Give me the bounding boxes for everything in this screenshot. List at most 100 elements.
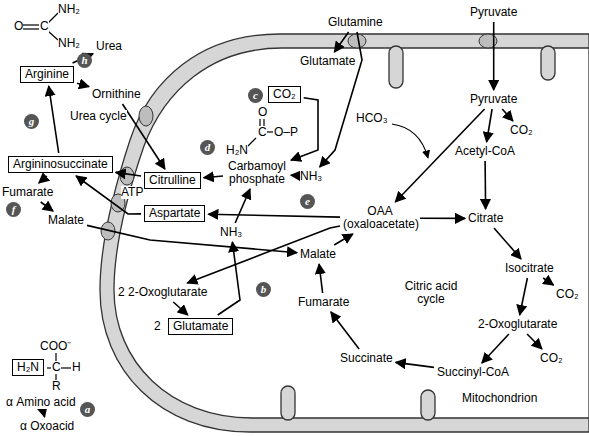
node-text: Carbamoyl phosphate (228, 159, 286, 186)
reaction-arrow (319, 264, 323, 293)
node-text: Isocitrate (505, 261, 554, 275)
annotation: Urea cycle (70, 110, 127, 123)
node-text: Mitochondrion (462, 392, 537, 405)
reaction-arrow (43, 412, 44, 417)
metabolite-box: Argininosuccinate (8, 156, 113, 173)
node-text: α Oxoacid (20, 419, 74, 433)
annotation: C (52, 361, 61, 374)
metabolite-label: Urea (96, 40, 122, 53)
metabolite-label: Malate (48, 214, 84, 227)
reaction-arrow (208, 214, 340, 217)
callout-letter: b (256, 282, 271, 297)
callout-letter: d (200, 140, 215, 155)
node-text: Succinyl-CoA (437, 365, 509, 379)
node-text: NH₃ (300, 169, 322, 183)
node-text: Fumarate (298, 295, 349, 309)
metabolite-label: Glutamine (328, 16, 383, 29)
annotation: COO⁻ (40, 340, 71, 353)
node-text: Fumarate (2, 185, 53, 199)
reaction-arrow (334, 32, 348, 52)
annotation: 2 (154, 320, 161, 333)
annotation: O (14, 20, 23, 33)
reaction-arrow (482, 334, 509, 363)
annotation: NH₂ (58, 3, 80, 16)
metabolite-label: Carbamoyl phosphate (226, 160, 288, 186)
node-text: Glutamine (328, 15, 383, 29)
annotation: C (258, 126, 267, 139)
metabolite-label: Fumarate (2, 186, 53, 199)
node-text: Malate (48, 213, 84, 227)
reaction-arrow (187, 226, 340, 283)
reaction-arrow (484, 161, 486, 209)
metabolite-label: Succinyl-CoA (437, 366, 509, 379)
node-text: Aspartate (149, 206, 200, 220)
reaction-arrow (543, 278, 553, 285)
metabolite-label: Citrate (468, 212, 503, 225)
metabolite-box: Arginine (20, 66, 74, 83)
callout-letter: g (24, 114, 39, 129)
node-text: CO₂ (540, 351, 563, 365)
node-text: CO₂ (556, 287, 579, 301)
node-text: Malate (300, 247, 336, 261)
annotation: Citric acid cycle (400, 280, 462, 306)
annotation: R (52, 380, 61, 393)
node-text: H₂N (17, 360, 39, 374)
node-text: Succinate (340, 351, 393, 365)
metabolite-label: 2 2-Oxoglutarate (118, 286, 207, 299)
node-text: Arginine (25, 67, 69, 81)
annotation: ATP (121, 186, 143, 199)
reaction-arrow (502, 109, 513, 121)
node-text: Glutamate (173, 319, 228, 333)
node-text: Pyruvate (470, 5, 517, 19)
annotation: H (72, 361, 81, 374)
metabolite-label: Pyruvate (470, 6, 517, 19)
metabolite-label: Malate (300, 248, 336, 261)
callout-letter: c (248, 88, 263, 103)
callout-letter: a (80, 402, 95, 417)
metabolite-box: H₂N (12, 359, 44, 376)
node-text: 2 2-Oxoglutarate (118, 285, 207, 299)
callout-letter: f (6, 202, 21, 217)
metabolite-label: NH₃ (300, 170, 322, 183)
reaction-arrow (520, 278, 528, 315)
metabolite-label: NH₃ (220, 226, 242, 239)
node-text: Argininosuccinate (13, 157, 108, 171)
node-text: Ornithine (92, 87, 141, 101)
metabolite-label: CO₂ (540, 352, 563, 365)
annotation: O–P (274, 126, 298, 139)
reaction-arrow (77, 83, 89, 86)
node-text: Glutamate (300, 54, 355, 68)
annotation: H₂N (226, 144, 248, 157)
metabolite-label: α Oxoacid (20, 420, 74, 433)
annotation: NH₂ (58, 37, 80, 50)
node-text: CO₂ (510, 123, 533, 137)
reaction-arrow (494, 228, 521, 259)
reaction-arrow (173, 302, 188, 315)
reaction-arrow (87, 225, 297, 252)
reaction-arrow (41, 202, 53, 211)
node-text: Citrate (468, 211, 503, 225)
callout-letter: h (77, 53, 92, 68)
metabolite-label: Succinate (340, 352, 393, 365)
node-text: NH₃ (220, 225, 242, 239)
metabolite-label: Fumarate (298, 296, 349, 309)
reaction-arrow (527, 334, 542, 349)
annotation: C (40, 20, 49, 33)
reaction-arrow (123, 104, 165, 169)
reaction-arrow (218, 242, 240, 315)
node-text: Pyruvate (470, 92, 517, 106)
reaction-arrow (334, 234, 353, 245)
node-text: α Amino acid (6, 395, 76, 409)
reaction-arrow (39, 176, 47, 183)
metabolite-label: CO₂ (510, 124, 533, 137)
node-text: 2-Oxoglutarate (478, 317, 557, 331)
metabolite-label: CO₂ (556, 288, 579, 301)
metabolite-label: Glutamate (300, 55, 355, 68)
metabolite-box: Glutamate (168, 318, 233, 335)
reaction-arrow (331, 312, 359, 349)
metabolite-box: Citrulline (144, 172, 201, 189)
node-text: Acetyl-CoA (455, 144, 515, 158)
metabolite-label: OAA (oxaloacetate) (343, 205, 417, 231)
reaction-arrow (320, 32, 362, 167)
metabolite-label: Isocitrate (505, 262, 554, 275)
